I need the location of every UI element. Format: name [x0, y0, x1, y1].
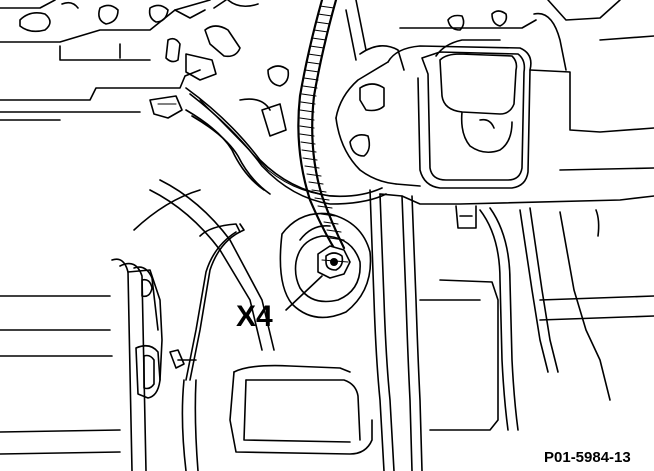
ground-stud-x4 — [279, 212, 372, 319]
lower-panel — [229, 279, 654, 455]
callout-label-x4: X4 — [236, 300, 273, 333]
figure-id-label: P01-5984-13 — [544, 449, 631, 466]
wiring-harness — [185, 87, 387, 205]
engine-mount — [335, 0, 654, 229]
small-fasteners — [239, 0, 405, 137]
subframe-bracket — [0, 179, 275, 471]
corrugated-conduit — [297, 0, 346, 250]
engine-block-upper-left — [0, 0, 259, 121]
brake-fuel-lines — [369, 189, 611, 471]
